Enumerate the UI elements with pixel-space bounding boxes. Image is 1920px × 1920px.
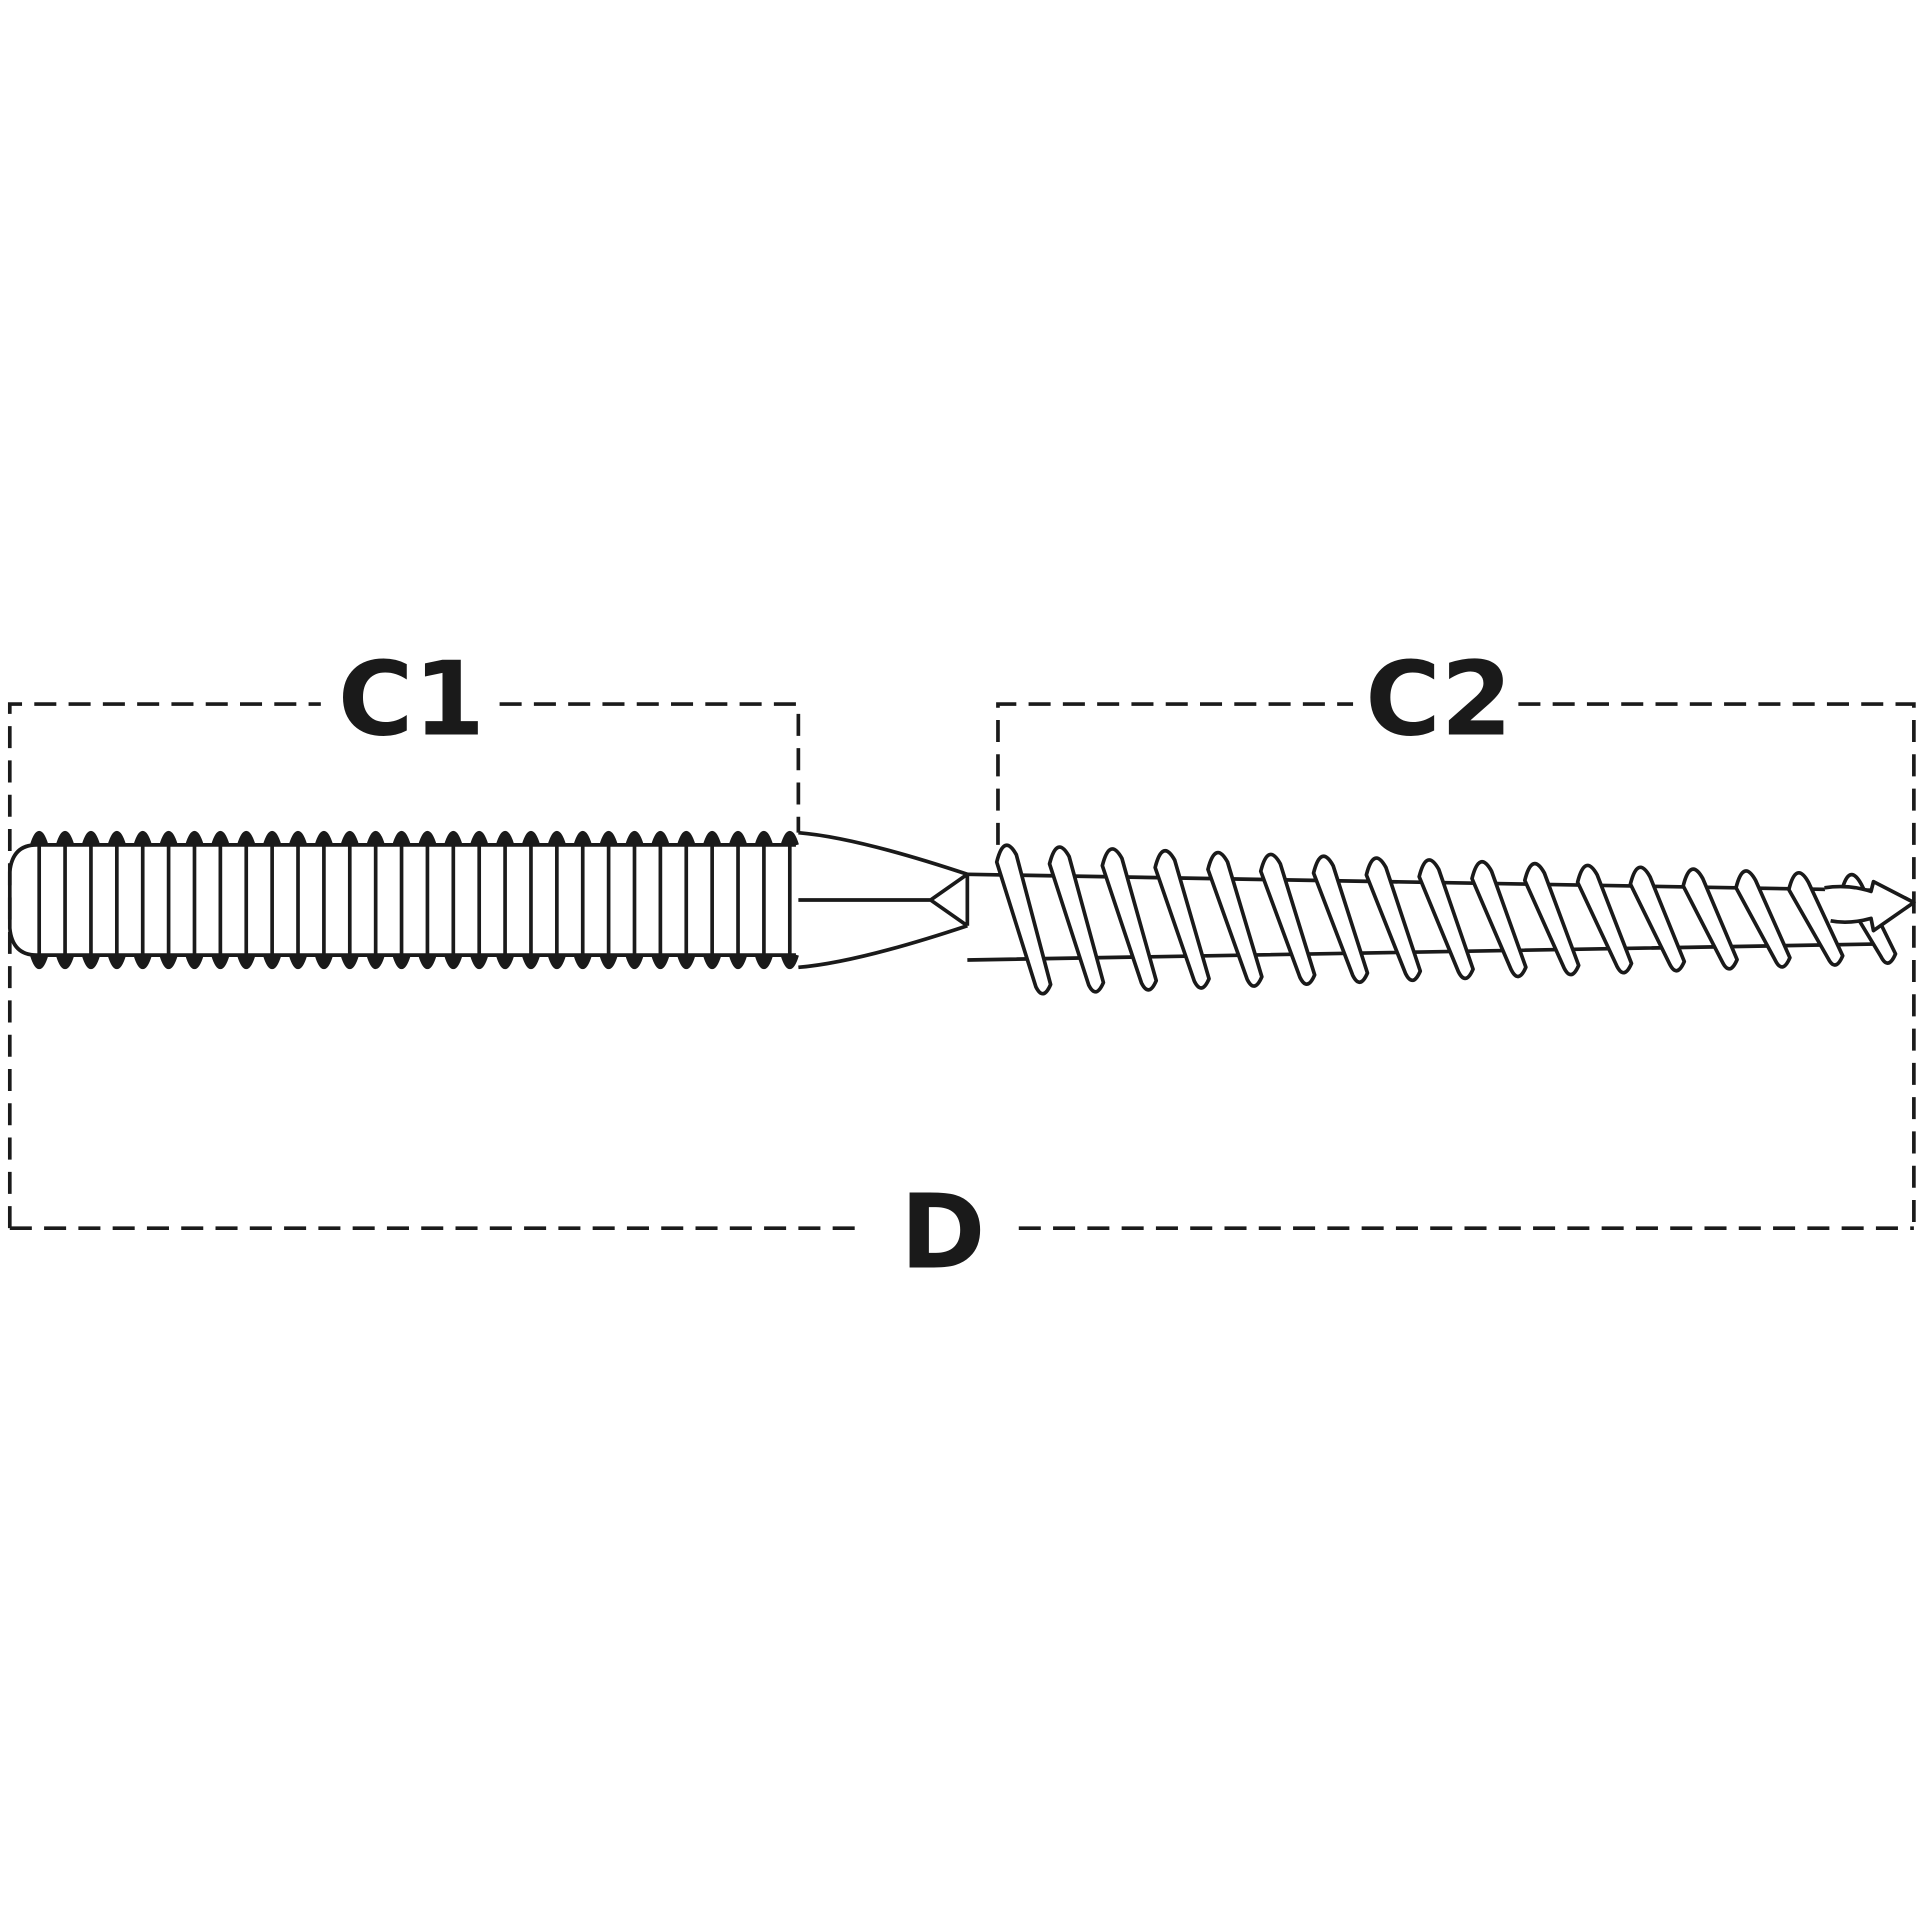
c2-dimension-line bbox=[996, 702, 1916, 1229]
machine-thread-crest-top bbox=[418, 830, 437, 846]
d-label: D bbox=[900, 1173, 985, 1292]
machine-thread-crest-top bbox=[754, 830, 774, 846]
machine-thread-crest-bottom bbox=[30, 954, 49, 970]
machine-thread-crest-top bbox=[237, 830, 256, 846]
machine-thread-crest-bottom bbox=[418, 954, 437, 970]
machine-thread-crest-top bbox=[30, 830, 49, 846]
machine-thread-crest-top bbox=[573, 830, 592, 846]
wood-thread-turn bbox=[1417, 858, 1475, 981]
machine-thread-crest-bottom bbox=[185, 954, 204, 970]
c2-label: C2 bbox=[1365, 641, 1512, 760]
wood-thread-turn bbox=[1311, 854, 1370, 985]
wood-thread-turn bbox=[1153, 849, 1211, 990]
machine-thread-crest-bottom bbox=[263, 954, 282, 970]
machine-thread-crest-top bbox=[703, 830, 722, 846]
machine-thread-crest-top bbox=[521, 830, 541, 846]
wood-thread-turn bbox=[1258, 852, 1317, 986]
machine-thread-crest-top bbox=[133, 830, 152, 846]
machine-thread-crest-bottom bbox=[444, 954, 463, 970]
machine-thread-crest-top bbox=[211, 830, 230, 846]
machine-thread-crest-bottom bbox=[625, 954, 644, 970]
machine-thread-crest-top bbox=[340, 830, 359, 846]
machine-thread-crest-bottom bbox=[651, 954, 670, 970]
machine-thread-crest-bottom bbox=[547, 954, 566, 970]
machine-thread-crest-bottom bbox=[366, 954, 385, 970]
machine-thread-crest-bottom bbox=[780, 954, 799, 970]
machine-thread-crest-top bbox=[366, 830, 385, 846]
machine-thread-crest-top bbox=[470, 830, 489, 846]
machine-thread-crest-bottom bbox=[211, 954, 230, 970]
wood-thread-turn bbox=[1364, 856, 1423, 983]
machine-thread-crest-bottom bbox=[288, 954, 308, 970]
machine-thread-crest-bottom bbox=[495, 954, 515, 970]
machine-thread-crest-bottom bbox=[677, 954, 696, 970]
wood-thread-turn bbox=[1206, 850, 1264, 988]
machine-thread-crest-bottom bbox=[573, 954, 592, 970]
wood-thread-turn bbox=[1470, 860, 1528, 979]
machine-thread-crest-bottom bbox=[55, 954, 75, 970]
machine-thread-crest-bottom bbox=[237, 954, 256, 970]
machine-thread-crest-top bbox=[651, 830, 670, 846]
machine-thread-crest-top bbox=[444, 830, 463, 846]
machine-thread-crest-top bbox=[495, 830, 515, 846]
wood-thread-turn bbox=[994, 843, 1053, 996]
machine-thread-crest-bottom bbox=[107, 954, 126, 970]
machine-thread-crest-top bbox=[263, 830, 282, 846]
machine-thread-crest-bottom bbox=[340, 954, 359, 970]
neck bbox=[798, 830, 970, 970]
machine-thread-crest-bottom bbox=[599, 954, 618, 970]
machine-thread-crest-top bbox=[185, 830, 204, 846]
wood-thread-turn bbox=[1734, 869, 1792, 969]
machine-thread-crest-top bbox=[625, 830, 644, 846]
wood-thread-turn bbox=[1575, 863, 1634, 975]
machine-thread-crest-top bbox=[81, 830, 101, 846]
wood-thread-turn bbox=[1628, 865, 1687, 973]
machine-thread-crest-top bbox=[314, 830, 334, 846]
machine-thread-crest-top bbox=[780, 830, 799, 846]
screw-tip bbox=[1824, 879, 1916, 933]
machine-thread-crest-top bbox=[107, 830, 126, 846]
machine-thread-crest-top bbox=[599, 830, 618, 846]
machine-thread-crest-bottom bbox=[470, 954, 489, 970]
c1-dimension-line bbox=[7, 702, 801, 1229]
machine-thread-crest-bottom bbox=[754, 954, 774, 970]
machine-thread-crest-bottom bbox=[81, 954, 101, 970]
machine-thread-crest-top bbox=[288, 830, 308, 846]
machine-thread-crest-bottom bbox=[159, 954, 178, 970]
hanger-bolt bbox=[7, 830, 1916, 996]
c1-label: C1 bbox=[338, 641, 485, 760]
machine-thread-crest-bottom bbox=[392, 954, 411, 970]
machine-thread-crest-top bbox=[677, 830, 696, 846]
machine-thread-crest-top bbox=[392, 830, 411, 846]
wood-thread-turn bbox=[1786, 871, 1845, 967]
machine-thread-crest-bottom bbox=[703, 954, 722, 970]
wood-thread-turn bbox=[1522, 861, 1581, 977]
machine-thread-crest-top bbox=[728, 830, 748, 846]
machine-thread-crest-bottom bbox=[728, 954, 748, 970]
dimension-lines bbox=[7, 702, 1916, 1230]
wood-thread-turn bbox=[1047, 845, 1106, 994]
machine-thread-crest-top bbox=[547, 830, 566, 846]
machine-thread-crest-top bbox=[159, 830, 178, 846]
machine-thread-crest-bottom bbox=[521, 954, 541, 970]
wood-thread-turn bbox=[1100, 847, 1159, 992]
machine-thread-crest-bottom bbox=[314, 954, 334, 970]
machine-thread-crest-top bbox=[55, 830, 75, 846]
machine-thread-crest-bottom bbox=[133, 954, 152, 970]
wood-thread-turn bbox=[1681, 867, 1739, 971]
